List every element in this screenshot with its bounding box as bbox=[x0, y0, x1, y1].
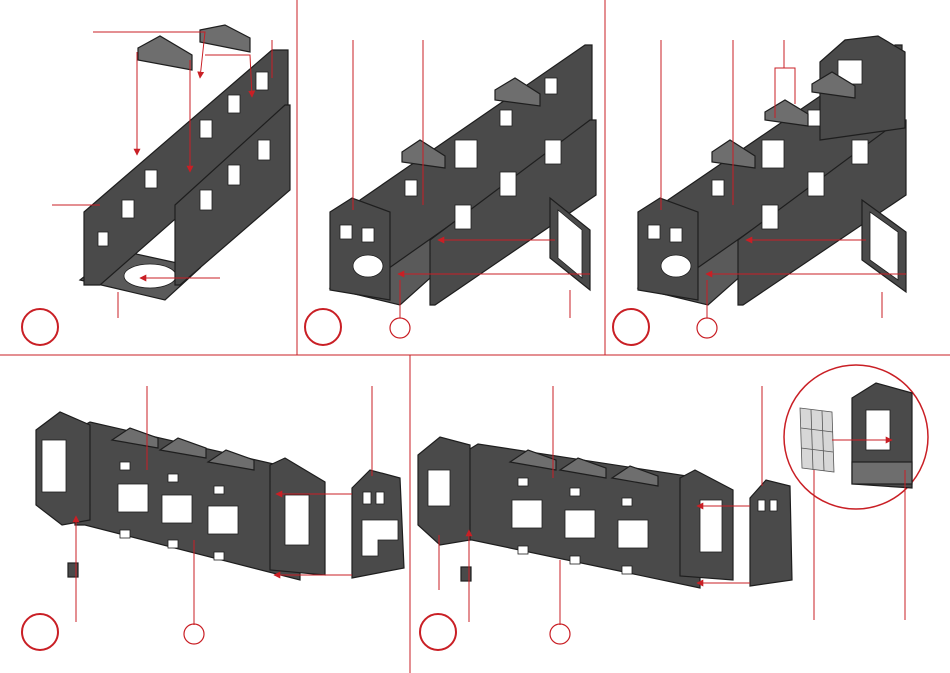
end-panel-part bbox=[750, 480, 792, 586]
step-4-panel bbox=[22, 386, 404, 650]
step-5-panel bbox=[418, 365, 928, 650]
step-1-badge bbox=[22, 309, 58, 345]
step-3-panel bbox=[613, 36, 906, 345]
step-2-sub-badge bbox=[390, 318, 410, 338]
step-2-badge bbox=[305, 309, 341, 345]
step-3-sub-badge bbox=[697, 318, 717, 338]
step-5-badge bbox=[420, 614, 456, 650]
roof-gable-piece-left bbox=[138, 36, 192, 70]
end-panel-window bbox=[363, 492, 371, 504]
floor-opening bbox=[124, 264, 176, 288]
step-4-sub-badge bbox=[184, 624, 204, 644]
window-grille-part bbox=[800, 408, 834, 472]
end-panel-window bbox=[376, 492, 384, 504]
roof-gable-piece bbox=[765, 100, 808, 126]
end-wall-gable bbox=[330, 198, 390, 300]
window-frame-opening bbox=[870, 212, 898, 280]
end-wall-closeup-window bbox=[866, 410, 890, 450]
end-panel-window bbox=[770, 500, 777, 511]
step-1-panel bbox=[22, 25, 290, 345]
end-wall-closeup-base bbox=[852, 462, 912, 484]
step-5-sub-badge bbox=[550, 624, 570, 644]
leader-line bbox=[784, 68, 795, 104]
detail-inset bbox=[784, 365, 928, 620]
step-4-badge bbox=[22, 614, 58, 650]
roof-gable-piece-right bbox=[200, 25, 250, 52]
step-3-badge bbox=[613, 309, 649, 345]
step-2-panel bbox=[305, 40, 596, 345]
end-panel-window bbox=[758, 500, 765, 511]
end-wall-gable-left bbox=[638, 198, 698, 300]
